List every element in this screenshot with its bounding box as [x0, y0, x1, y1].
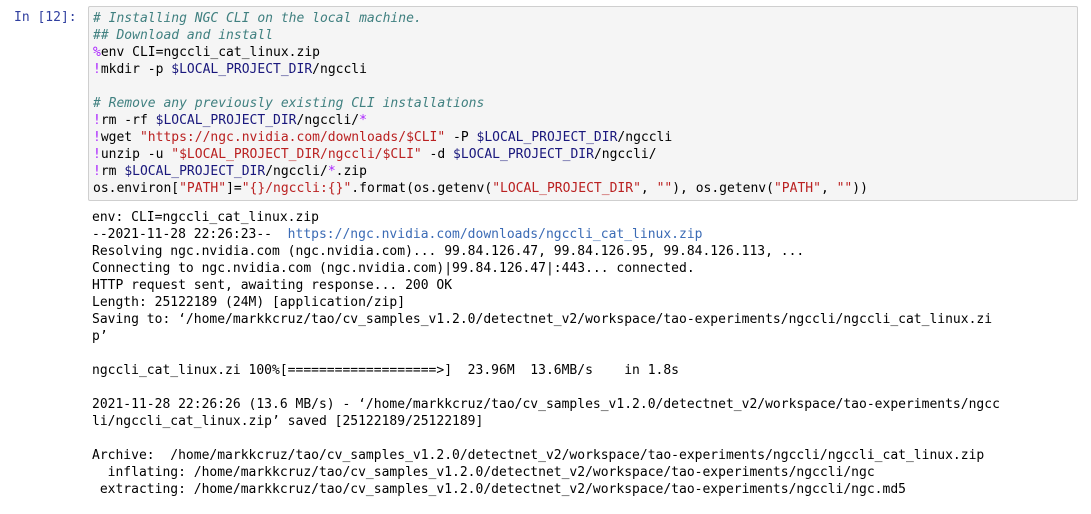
output-line — [92, 345, 1000, 362]
code-line: !rm -rf $LOCAL_PROJECT_DIR/ngccli/* — [93, 112, 868, 129]
code-line: !wget "https://ngc.nvidia.com/downloads/… — [93, 129, 868, 146]
code-token: $LOCAL_PROJECT_DIR — [476, 130, 618, 145]
output-text: inflating: /home/markkcruz/tao/cv_sample… — [92, 465, 875, 480]
code-line — [93, 78, 868, 95]
code-line: # Installing NGC CLI on the local machin… — [93, 10, 868, 27]
output-text: env: CLI=ngccli_cat_linux.zip — [92, 210, 319, 225]
code-cell-input[interactable]: # Installing NGC CLI on the local machin… — [88, 6, 1078, 201]
code-token: , — [640, 181, 657, 196]
code-token: ! — [93, 130, 101, 145]
output-text: li/ngccli_cat_linux.zip’ saved [25122189… — [92, 414, 484, 429]
code-token: ! — [93, 62, 101, 77]
output-line: env: CLI=ngccli_cat_linux.zip — [92, 209, 1000, 226]
output-text: 2021-11-28 22:26:26 (13.6 MB/s) - ‘/home… — [92, 397, 1000, 412]
code-token: # Remove any previously existing CLI ins… — [93, 96, 485, 111]
code-token: -P — [445, 130, 477, 145]
output-line: Length: 25122189 (24M) [application/zip] — [92, 294, 1000, 311]
code-line: !mkdir -p $LOCAL_PROJECT_DIR/ngccli — [93, 61, 868, 78]
output-line: Saving to: ‘/home/markkcruz/tao/cv_sampl… — [92, 311, 1000, 328]
code-token: # Installing NGC CLI on the local machin… — [93, 11, 422, 26]
input-prompt: In [12]: — [14, 10, 77, 25]
code-token: "LOCAL_PROJECT_DIR" — [492, 181, 641, 196]
code-token: % — [93, 45, 101, 60]
code-line: ## Download and install — [93, 27, 868, 44]
output-text: Saving to: ‘/home/markkcruz/tao/cv_sampl… — [92, 312, 993, 327]
output-line: Connecting to ngc.nvidia.com (ngc.nvidia… — [92, 260, 1000, 277]
code-token: -d — [421, 147, 454, 162]
code-token: $LOCAL_PROJECT_DIR — [171, 62, 313, 77]
code-token: rm -rf — [100, 113, 156, 128]
code-token: /ngccli/ — [296, 113, 360, 128]
output-line: li/ngccli_cat_linux.zip’ saved [25122189… — [92, 413, 1000, 430]
output-line: Resolving ngc.nvidia.com (ngc.nvidia.com… — [92, 243, 1000, 260]
output-text: extracting: /home/markkcruz/tao/cv_sampl… — [92, 482, 906, 497]
code-token: ]= — [226, 181, 242, 196]
code-token: , — [820, 181, 837, 196]
code-token: "$LOCAL_PROJECT_DIR/ngccli/$CLI" — [171, 147, 422, 162]
output-text: HTTP request sent, awaiting response... … — [92, 278, 453, 293]
output-text: ngccli_cat_linux.zi 100%[===============… — [92, 363, 679, 378]
code-token: * — [327, 164, 336, 179]
code-token: ! — [93, 113, 101, 128]
output-line: Archive: /home/markkcruz/tao/cv_samples_… — [92, 447, 1000, 464]
code-token: wget — [100, 130, 140, 145]
code-token: ! — [93, 164, 101, 179]
output-line: ngccli_cat_linux.zi 100%[===============… — [92, 362, 1000, 379]
code-token: "PATH" — [773, 181, 821, 196]
code-token: )) — [852, 181, 868, 196]
code-line: os.environ["PATH"]="{}/ngccli:{}".format… — [93, 180, 868, 197]
code-editor[interactable]: # Installing NGC CLI on the local machin… — [93, 10, 868, 197]
code-token: .zip — [335, 164, 367, 179]
code-token: $LOCAL_PROJECT_DIR — [155, 113, 297, 128]
code-token: .format(os.getenv( — [351, 181, 493, 196]
output-text: p’ — [92, 329, 108, 344]
output-text: Length: 25122189 (24M) [application/zip] — [92, 295, 406, 310]
code-line: !unzip -u "$LOCAL_PROJECT_DIR/ngccli/$CL… — [93, 146, 868, 163]
code-token: /ngccli — [617, 130, 673, 145]
code-token: env CLI=ngccli_cat_linux.zip — [100, 45, 320, 60]
output-line: --2021-11-28 22:26:23-- https://ngc.nvid… — [92, 226, 1000, 243]
code-token: "https://ngc.nvidia.com/downloads/$CLI" — [139, 130, 446, 145]
code-token: "{}/ngccli:{}" — [241, 181, 352, 196]
code-line: %env CLI=ngccli_cat_linux.zip — [93, 44, 868, 61]
download-link[interactable]: https://ngc.nvidia.com/downloads/ngccli_… — [287, 227, 703, 242]
output-text: --2021-11-28 22:26:23-- — [92, 227, 288, 242]
output-text: Connecting to ngc.nvidia.com (ngc.nvidia… — [92, 261, 695, 276]
output-line: p’ — [92, 328, 1000, 345]
code-token: rm — [100, 164, 125, 179]
code-token: $LOCAL_PROJECT_DIR — [453, 147, 594, 162]
output-line: HTTP request sent, awaiting response... … — [92, 277, 1000, 294]
code-token: mkdir -p — [100, 62, 172, 77]
code-token: "" — [656, 181, 673, 196]
code-token: "PATH" — [179, 181, 227, 196]
code-token: ! — [93, 147, 101, 162]
code-token: $LOCAL_PROJECT_DIR — [124, 164, 266, 179]
output-line: inflating: /home/markkcruz/tao/cv_sample… — [92, 464, 1000, 481]
code-token: unzip -u — [100, 147, 172, 162]
code-line: !rm $LOCAL_PROJECT_DIR/ngccli/*.zip — [93, 163, 868, 180]
code-token: /ngccli/ — [265, 164, 328, 179]
code-token: ), os.getenv( — [672, 181, 774, 196]
output-line — [92, 379, 1000, 396]
output-line: extracting: /home/markkcruz/tao/cv_sampl… — [92, 481, 1000, 498]
output-text: Resolving ngc.nvidia.com (ngc.nvidia.com… — [92, 244, 805, 259]
code-token: os.environ[ — [93, 181, 180, 196]
code-line: # Remove any previously existing CLI ins… — [93, 95, 868, 112]
code-token: "" — [836, 181, 853, 196]
code-token: ## Download and install — [93, 28, 274, 43]
code-token: /ngccli — [312, 62, 367, 77]
cell-output: env: CLI=ngccli_cat_linux.zip--2021-11-2… — [92, 209, 1000, 498]
code-token: * — [359, 113, 367, 128]
output-text: Archive: /home/markkcruz/tao/cv_samples_… — [92, 448, 985, 463]
output-line — [92, 430, 1000, 447]
output-line: 2021-11-28 22:26:26 (13.6 MB/s) - ‘/home… — [92, 396, 1000, 413]
code-token: /ngccli/ — [593, 147, 657, 162]
